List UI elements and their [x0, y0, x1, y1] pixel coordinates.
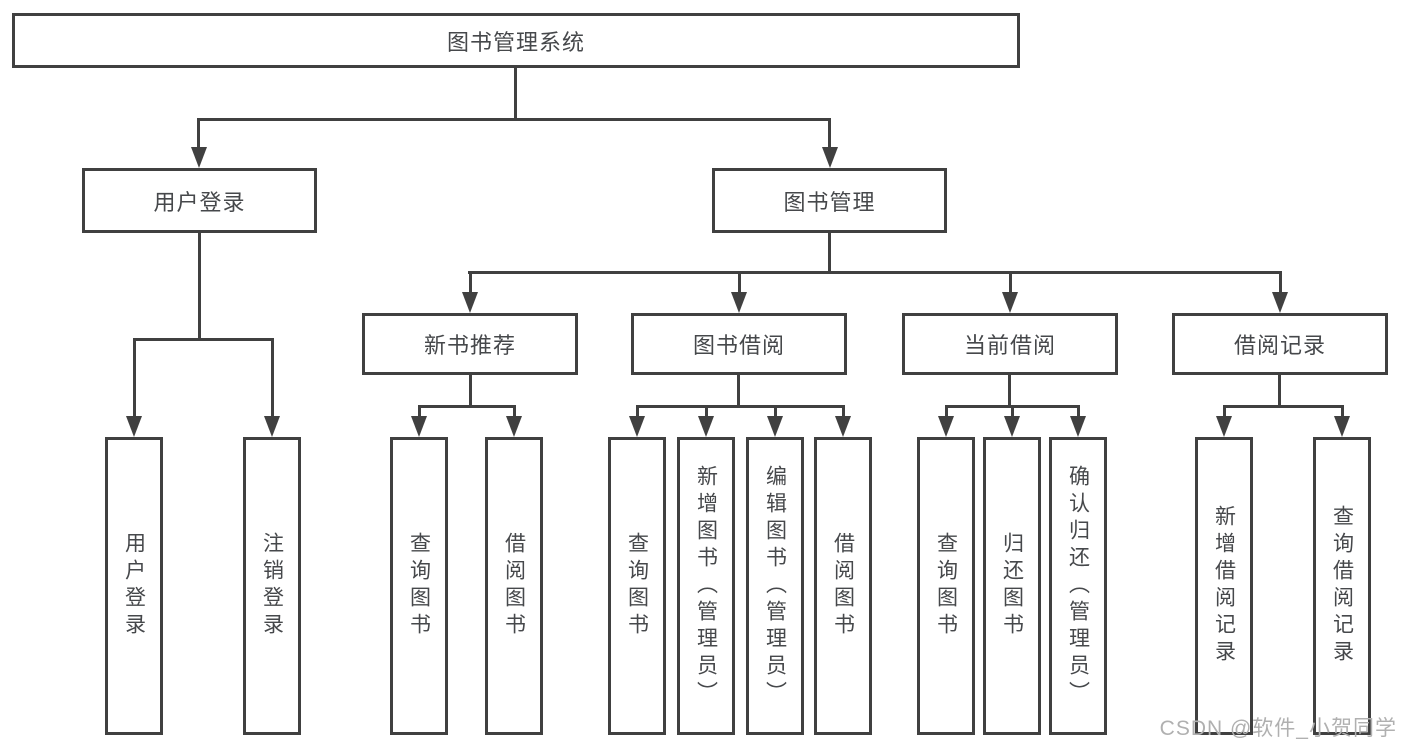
arrowhead-to-book-management [822, 147, 838, 168]
leaf-borrowing-query-books: 查询图书 [608, 437, 666, 735]
leaf-logout-login: 注销登录 [243, 437, 301, 735]
edge-to-borrow-books-shaft [842, 405, 845, 419]
leaf-current-query-books: 查询图书 [917, 437, 975, 735]
leaf-user-login: 用户登录 [105, 437, 163, 735]
arrowhead-to-current-borrowing [1002, 292, 1018, 313]
csdn-watermark: CSDN @软件_小贺同学 [1159, 717, 1397, 740]
leaf-recommend-query-books: 查询图书 [390, 437, 448, 735]
edge-user-login-branch [133, 338, 274, 341]
edge-to-edit-books-shaft [774, 405, 777, 419]
leaf-query-borrow-record: 查询借阅记录 [1313, 437, 1371, 735]
edge-book-management-stem [828, 233, 831, 273]
edge-to-query-record-shaft [1341, 405, 1344, 419]
arrowhead-to-borrowing-query [629, 416, 645, 437]
leaf-recommend-borrow-books: 借阅图书 [485, 437, 543, 735]
node-book-management: 图书管理 [712, 168, 947, 233]
edge-to-user-login-shaft [197, 118, 200, 152]
edge-to-confirm-return-shaft [1077, 405, 1080, 419]
edge-to-borrowing-records-shaft [1279, 271, 1282, 295]
edge-to-current-borrowing-shaft [1009, 271, 1012, 295]
edge-to-recommend-borrow-shaft [513, 405, 516, 419]
edge-to-new-book-shaft [469, 271, 472, 295]
arrowhead-to-query-record [1334, 416, 1350, 437]
edge-to-recommend-query-shaft [418, 405, 421, 419]
arrowhead-to-confirm-return [1070, 416, 1086, 437]
edge-borrowing-records-branch [1223, 405, 1343, 408]
arrowhead-to-add-record [1216, 416, 1232, 437]
arrowhead-to-leaf-user-login [126, 416, 142, 437]
arrowhead-to-add-books [698, 416, 714, 437]
edge-to-book-borrowing-shaft [738, 271, 741, 295]
arrowhead-to-return-books [1004, 416, 1020, 437]
arrowhead-to-borrowing-records [1272, 292, 1288, 313]
edge-new-book-branch [418, 405, 516, 408]
node-user-login: 用户登录 [82, 168, 317, 233]
arrowhead-to-current-query [938, 416, 954, 437]
edge-to-return-books-shaft [1011, 405, 1014, 419]
arrowhead-to-recommend-borrow [506, 416, 522, 437]
edge-to-leaf-user-login-shaft [133, 338, 136, 419]
leaf-add-books-admin: 新增图书（管理员） [677, 437, 735, 735]
leaf-edit-books-admin: 编辑图书（管理员） [746, 437, 804, 735]
arrowhead-to-new-book [462, 292, 478, 313]
edge-root-branch [197, 118, 831, 121]
node-library-system: 图书管理系统 [12, 13, 1020, 68]
arrowhead-to-recommend-query [411, 416, 427, 437]
node-book-borrowing: 图书借阅 [631, 313, 847, 375]
node-borrowing-records: 借阅记录 [1172, 313, 1388, 375]
arrowhead-to-book-borrowing [731, 292, 747, 313]
edge-to-borrowing-query-shaft [636, 405, 639, 419]
edge-book-borrowing-stem [737, 375, 740, 407]
edge-new-book-stem [469, 375, 472, 407]
node-current-borrowing: 当前借阅 [902, 313, 1118, 375]
edge-borrowing-records-stem [1278, 375, 1281, 407]
edge-to-leaf-logout-shaft [271, 338, 274, 419]
edge-book-borrowing-branch [636, 405, 845, 408]
leaf-return-books: 归还图书 [983, 437, 1041, 735]
arrowhead-to-borrow-books [835, 416, 851, 437]
edge-user-login-stem [198, 233, 201, 340]
leaf-add-borrow-record: 新增借阅记录 [1195, 437, 1253, 735]
arrowhead-to-leaf-logout [264, 416, 280, 437]
node-new-book-recommend: 新书推荐 [362, 313, 578, 375]
leaf-confirm-return-admin: 确认归还（管理员） [1049, 437, 1107, 735]
arrowhead-to-user-login [191, 147, 207, 168]
edge-book-management-branch [468, 271, 1282, 274]
edge-root-stem [514, 68, 517, 118]
edge-to-add-books-shaft [705, 405, 708, 419]
edge-to-add-record-shaft [1223, 405, 1226, 419]
edge-current-borrowing-stem [1008, 375, 1011, 407]
arrowhead-to-edit-books [767, 416, 783, 437]
edge-to-current-query-shaft [945, 405, 948, 419]
edge-to-book-management-shaft [828, 118, 831, 152]
leaf-borrow-books: 借阅图书 [814, 437, 872, 735]
